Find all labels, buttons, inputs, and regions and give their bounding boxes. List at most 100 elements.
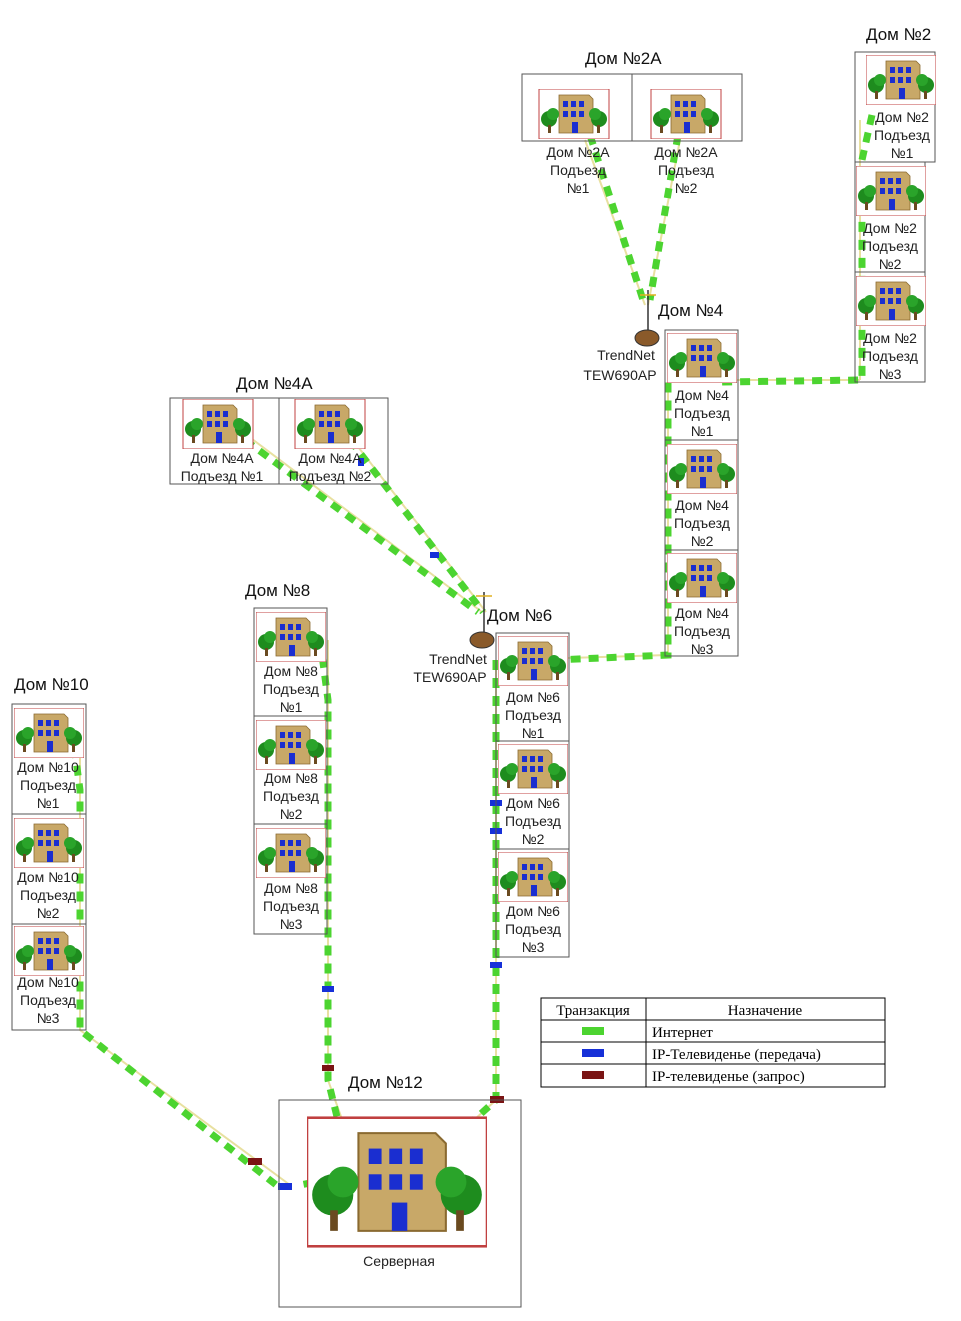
building-icon[interactable]: [14, 708, 84, 758]
unit-label-line2: Подъезд: [505, 921, 561, 937]
building-icon[interactable]: [256, 828, 326, 878]
unit-label-line1: Дом №4: [675, 605, 729, 621]
house-title: Дом №8: [245, 581, 310, 600]
ap-label-line2: TEW690AP: [583, 367, 656, 383]
server-label: Серверная: [363, 1253, 435, 1269]
unit-label-line2: Подъезд №2: [289, 468, 372, 484]
house-dom4[interactable]: Дом №4 Дом №4 Подъезд №1 Дом №4 Подъезд …: [658, 301, 739, 657]
house-frame: [664, 549, 739, 657]
building-icon[interactable]: [856, 166, 926, 216]
ap-label-line2: TEW690AP: [413, 669, 486, 685]
unit-label-line3: №3: [691, 641, 714, 657]
house-dom2a[interactable]: Дом №2А Дом №2А Подъезд №1 Дом №2А Подъе…: [521, 49, 743, 196]
unit-label-line2: Подъезд: [550, 162, 606, 178]
house-dom2[interactable]: Дом №2 Дом №2 Подъезд №1 Дом №2 Подъезд …: [854, 25, 936, 383]
unit-label-line2: Подъезд: [674, 623, 730, 639]
unit-label-line2: Подъезд №1: [181, 468, 264, 484]
unit-label-line3: №1: [567, 180, 590, 196]
unit-label-line2: Подъезд: [505, 813, 561, 829]
iptv-tx-marker: [430, 552, 439, 558]
access-point-1[interactable]: TrendNet TEW690AP: [583, 290, 660, 383]
iptv-tx-marker: [322, 986, 334, 992]
building-icon[interactable]: [538, 89, 610, 139]
house-title: Дом №2А: [585, 49, 662, 68]
unit-label-line1: Дом №10: [17, 974, 79, 990]
server-building-icon[interactable]: [307, 1116, 487, 1248]
traffic-dom8: [316, 639, 354, 1171]
traffic-2a-2: [646, 134, 682, 301]
building-icon[interactable]: [667, 553, 737, 603]
legend-header-purpose: Назначение: [728, 1003, 803, 1019]
unit-label-line1: Дом №10: [17, 869, 79, 885]
unit-label-line2: Подъезд: [658, 162, 714, 178]
unit-label-line1: Дом №4: [675, 497, 729, 513]
unit-label-line2: Подъезд: [862, 238, 918, 254]
legend: Транзакция Назначение Интернет IP-Телеви…: [540, 997, 886, 1088]
traffic-4a-2: [347, 437, 486, 615]
building-icon[interactable]: [650, 89, 722, 139]
iptv-tx-marker: [490, 962, 502, 968]
unit-label-line3: №3: [522, 939, 545, 955]
unit-label-line1: Дом №4А: [298, 450, 362, 466]
unit-label-line3: №2: [280, 806, 303, 822]
unit-label-line1: Дом №6: [506, 689, 560, 705]
house-dom8[interactable]: Дом №8 Дом №8 Подъезд №1 Дом №8 Подъезд …: [245, 581, 328, 935]
unit-label-line2: Подъезд: [263, 788, 319, 804]
traffic-dom10: [68, 729, 283, 1191]
traffic-dom4: [509, 366, 702, 666]
house-title: Дом №4: [658, 301, 723, 320]
legend-label-iptv-tx: IP-Телевиденье (передача): [652, 1047, 821, 1063]
house-title: Дом №2: [866, 25, 931, 44]
unit-label-line1: Дом №2А: [654, 144, 718, 160]
unit-label-line3: №2: [37, 905, 60, 921]
unit-label-line3: №1: [691, 423, 714, 439]
legend-swatch-iptv-req: [582, 1071, 604, 1079]
building-icon[interactable]: [256, 612, 326, 662]
building-icon[interactable]: [256, 720, 326, 770]
building-icon[interactable]: [294, 399, 366, 449]
unit-label-line2: Подъезд: [263, 898, 319, 914]
building-icon[interactable]: [498, 636, 568, 686]
house-dom12-server[interactable]: Дом №12 Серверная: [278, 1073, 522, 1308]
ap-label-line1: TrendNet: [597, 347, 655, 363]
unit-label-line1: Дом №8: [264, 880, 318, 896]
iptv-req-marker: [248, 1158, 262, 1165]
unit-label-line1: Дом №4: [675, 387, 729, 403]
router-icon: [634, 329, 660, 347]
access-point-2[interactable]: TrendNet TEW690AP: [413, 592, 495, 685]
unit-label-line1: Дом №10: [17, 759, 79, 775]
building-icon[interactable]: [667, 333, 737, 383]
house-title: Дом №12: [348, 1073, 423, 1092]
unit-label-line1: Дом №8: [264, 770, 318, 786]
building-icon[interactable]: [182, 399, 254, 449]
unit-label-line2: Подъезд: [862, 348, 918, 364]
building-icon[interactable]: [498, 852, 568, 902]
house-dom6[interactable]: Дом №6 Дом №6 Подъезд №1 Дом №6 Подъезд …: [487, 606, 570, 958]
unit-label-line2: Подъезд: [674, 405, 730, 421]
building-icon[interactable]: [498, 744, 568, 794]
house-dom4a[interactable]: Дом №4А Дом №4А Подъезд №1 Дом №4А Подъе…: [169, 374, 389, 485]
unit-label-line3: №1: [891, 145, 914, 161]
house-title: Дом №4А: [236, 374, 313, 393]
building-icon[interactable]: [667, 444, 737, 494]
unit-label-line1: Дом №6: [506, 795, 560, 811]
unit-label-line3: №1: [522, 725, 545, 741]
building-icon[interactable]: [14, 926, 84, 976]
unit-label-line1: Дом №2А: [546, 144, 610, 160]
unit-label-line2: Подъезд: [874, 127, 930, 143]
unit-label-line3: №2: [522, 831, 545, 847]
legend-swatch-iptv-tx: [582, 1049, 604, 1057]
legend-swatch-internet: [582, 1027, 604, 1035]
building-icon[interactable]: [866, 55, 936, 105]
unit-label-line3: №1: [280, 699, 303, 715]
house-frame: [854, 271, 926, 383]
building-icon[interactable]: [14, 818, 84, 868]
iptv-req-marker: [322, 1065, 334, 1071]
house-frame: [253, 823, 328, 935]
building-icon[interactable]: [856, 276, 926, 326]
unit-label-line1: Дом №6: [506, 903, 560, 919]
house-dom10[interactable]: Дом №10 Дом №10 Подъезд №1 Дом №10 Подъе…: [11, 675, 89, 1031]
house-title: Дом №6: [487, 606, 552, 625]
unit-label-line1: Дом №4А: [190, 450, 254, 466]
traffic-2a-1: [586, 133, 647, 302]
